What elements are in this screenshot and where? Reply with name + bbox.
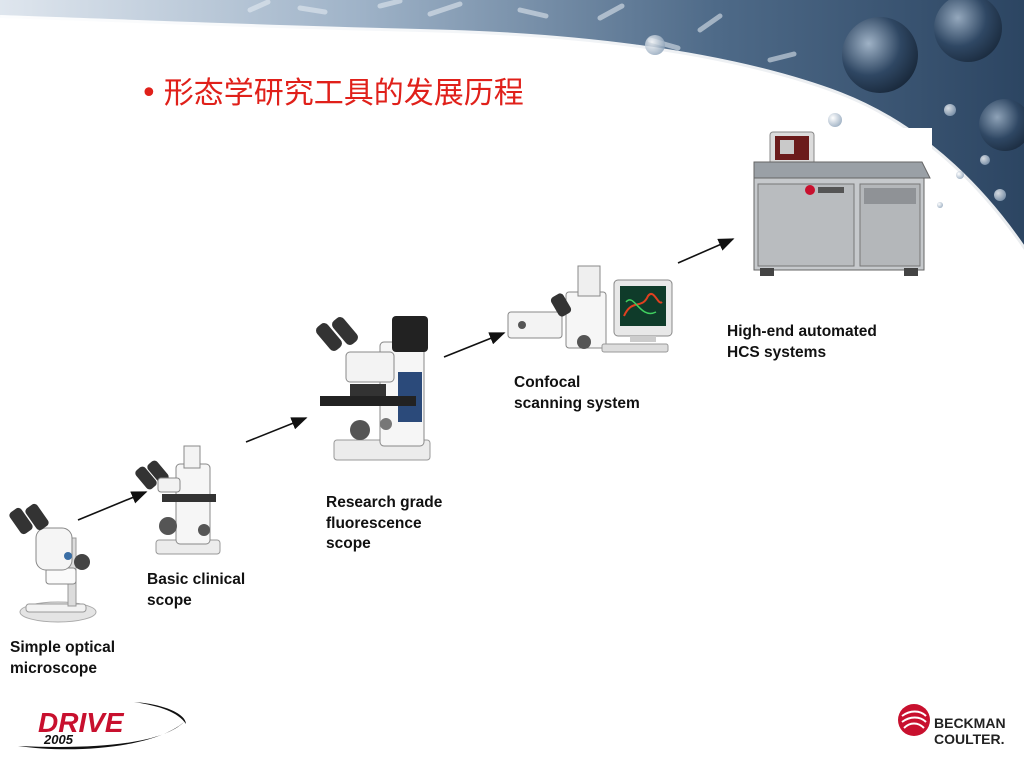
drive-logo-year: 2005	[43, 732, 74, 747]
arrow-3	[443, 332, 506, 358]
hcs-instrument-icon	[750, 128, 932, 280]
stage-label-line: HCS systems	[727, 343, 827, 361]
stage-label-simple-optical: Simple optical microscope	[10, 638, 115, 679]
drive-2005-logo: DRIVE 2005	[18, 702, 186, 750]
bc-logo-line1: BECKMAN	[934, 715, 1006, 731]
bc-logo-line2: COULTER.	[934, 731, 1005, 747]
stage-label-confocal: Confocal scanning system	[514, 373, 640, 414]
stage-label-line: Basic clinical	[147, 571, 246, 588]
header-molecule-banner	[0, 0, 1024, 252]
stage-label-hcs: High-end automated HCS systems	[727, 322, 877, 363]
stage-label-line: Simple optical	[10, 639, 116, 656]
title-text: 形态学研究工具的发展历程	[163, 76, 524, 111]
stage-label-line: scanning system	[514, 394, 640, 412]
stereo-microscope-icon	[9, 503, 97, 623]
stage-label-line: microscope	[10, 659, 98, 677]
inverted-microscope-icon	[135, 445, 221, 555]
stage-label-line: High-end automated	[727, 323, 877, 340]
stage-label-line: Confocal	[514, 374, 581, 391]
stage-label-line: scope	[326, 535, 371, 552]
stage-label-line: scope	[147, 591, 192, 609]
confocal-system-icon	[507, 265, 673, 353]
stage-label-line: Research grade	[326, 494, 443, 511]
title-bullet: •	[140, 76, 158, 111]
slide-title: •形态学研究工具的发展历程	[140, 68, 524, 112]
fluorescence-microscope-icon	[316, 316, 431, 461]
drive-logo-word: DRIVE	[38, 707, 125, 738]
stage-label-research-grade: Research grade fluorescence scope	[326, 493, 442, 555]
beckman-coulter-logo: BECKMAN COULTER.	[898, 704, 1006, 747]
stage-label-line: fluorescence	[326, 514, 422, 532]
arrow-2	[245, 417, 308, 443]
stage-label-basic-clinical: Basic clinical scope	[147, 570, 245, 611]
